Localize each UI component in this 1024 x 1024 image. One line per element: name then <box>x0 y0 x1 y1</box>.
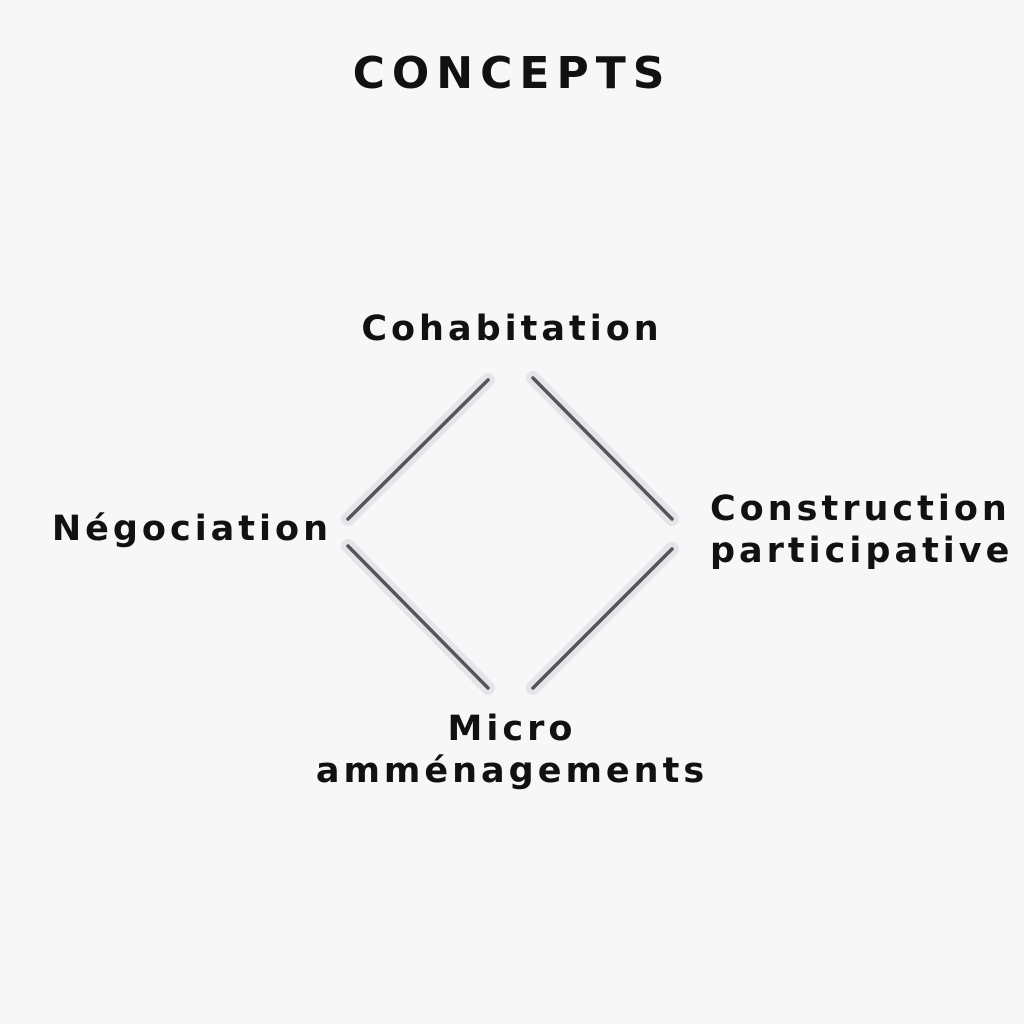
edge-bottom-right <box>531 547 674 690</box>
node-micro-ammenagements: Micro amménagements <box>292 708 732 792</box>
node-right-line-2: participative <box>710 531 1014 571</box>
edge-bottom-left <box>346 544 490 690</box>
edge-shadows <box>341 371 679 695</box>
node-cohabitation: Cohabitation <box>361 309 663 349</box>
node-negociation: Négociation <box>51 509 332 549</box>
node-bottom-line-1: Micro <box>447 709 577 749</box>
edge-top-left <box>346 378 490 521</box>
node-right-line-1: Construction <box>710 489 1011 529</box>
node-bottom-line-2: amménagements <box>315 751 709 791</box>
diagram-title: CONCEPTS <box>352 48 672 99</box>
edge-top-right <box>531 376 674 521</box>
node-construction-participative: Construction participative <box>710 488 1013 572</box>
